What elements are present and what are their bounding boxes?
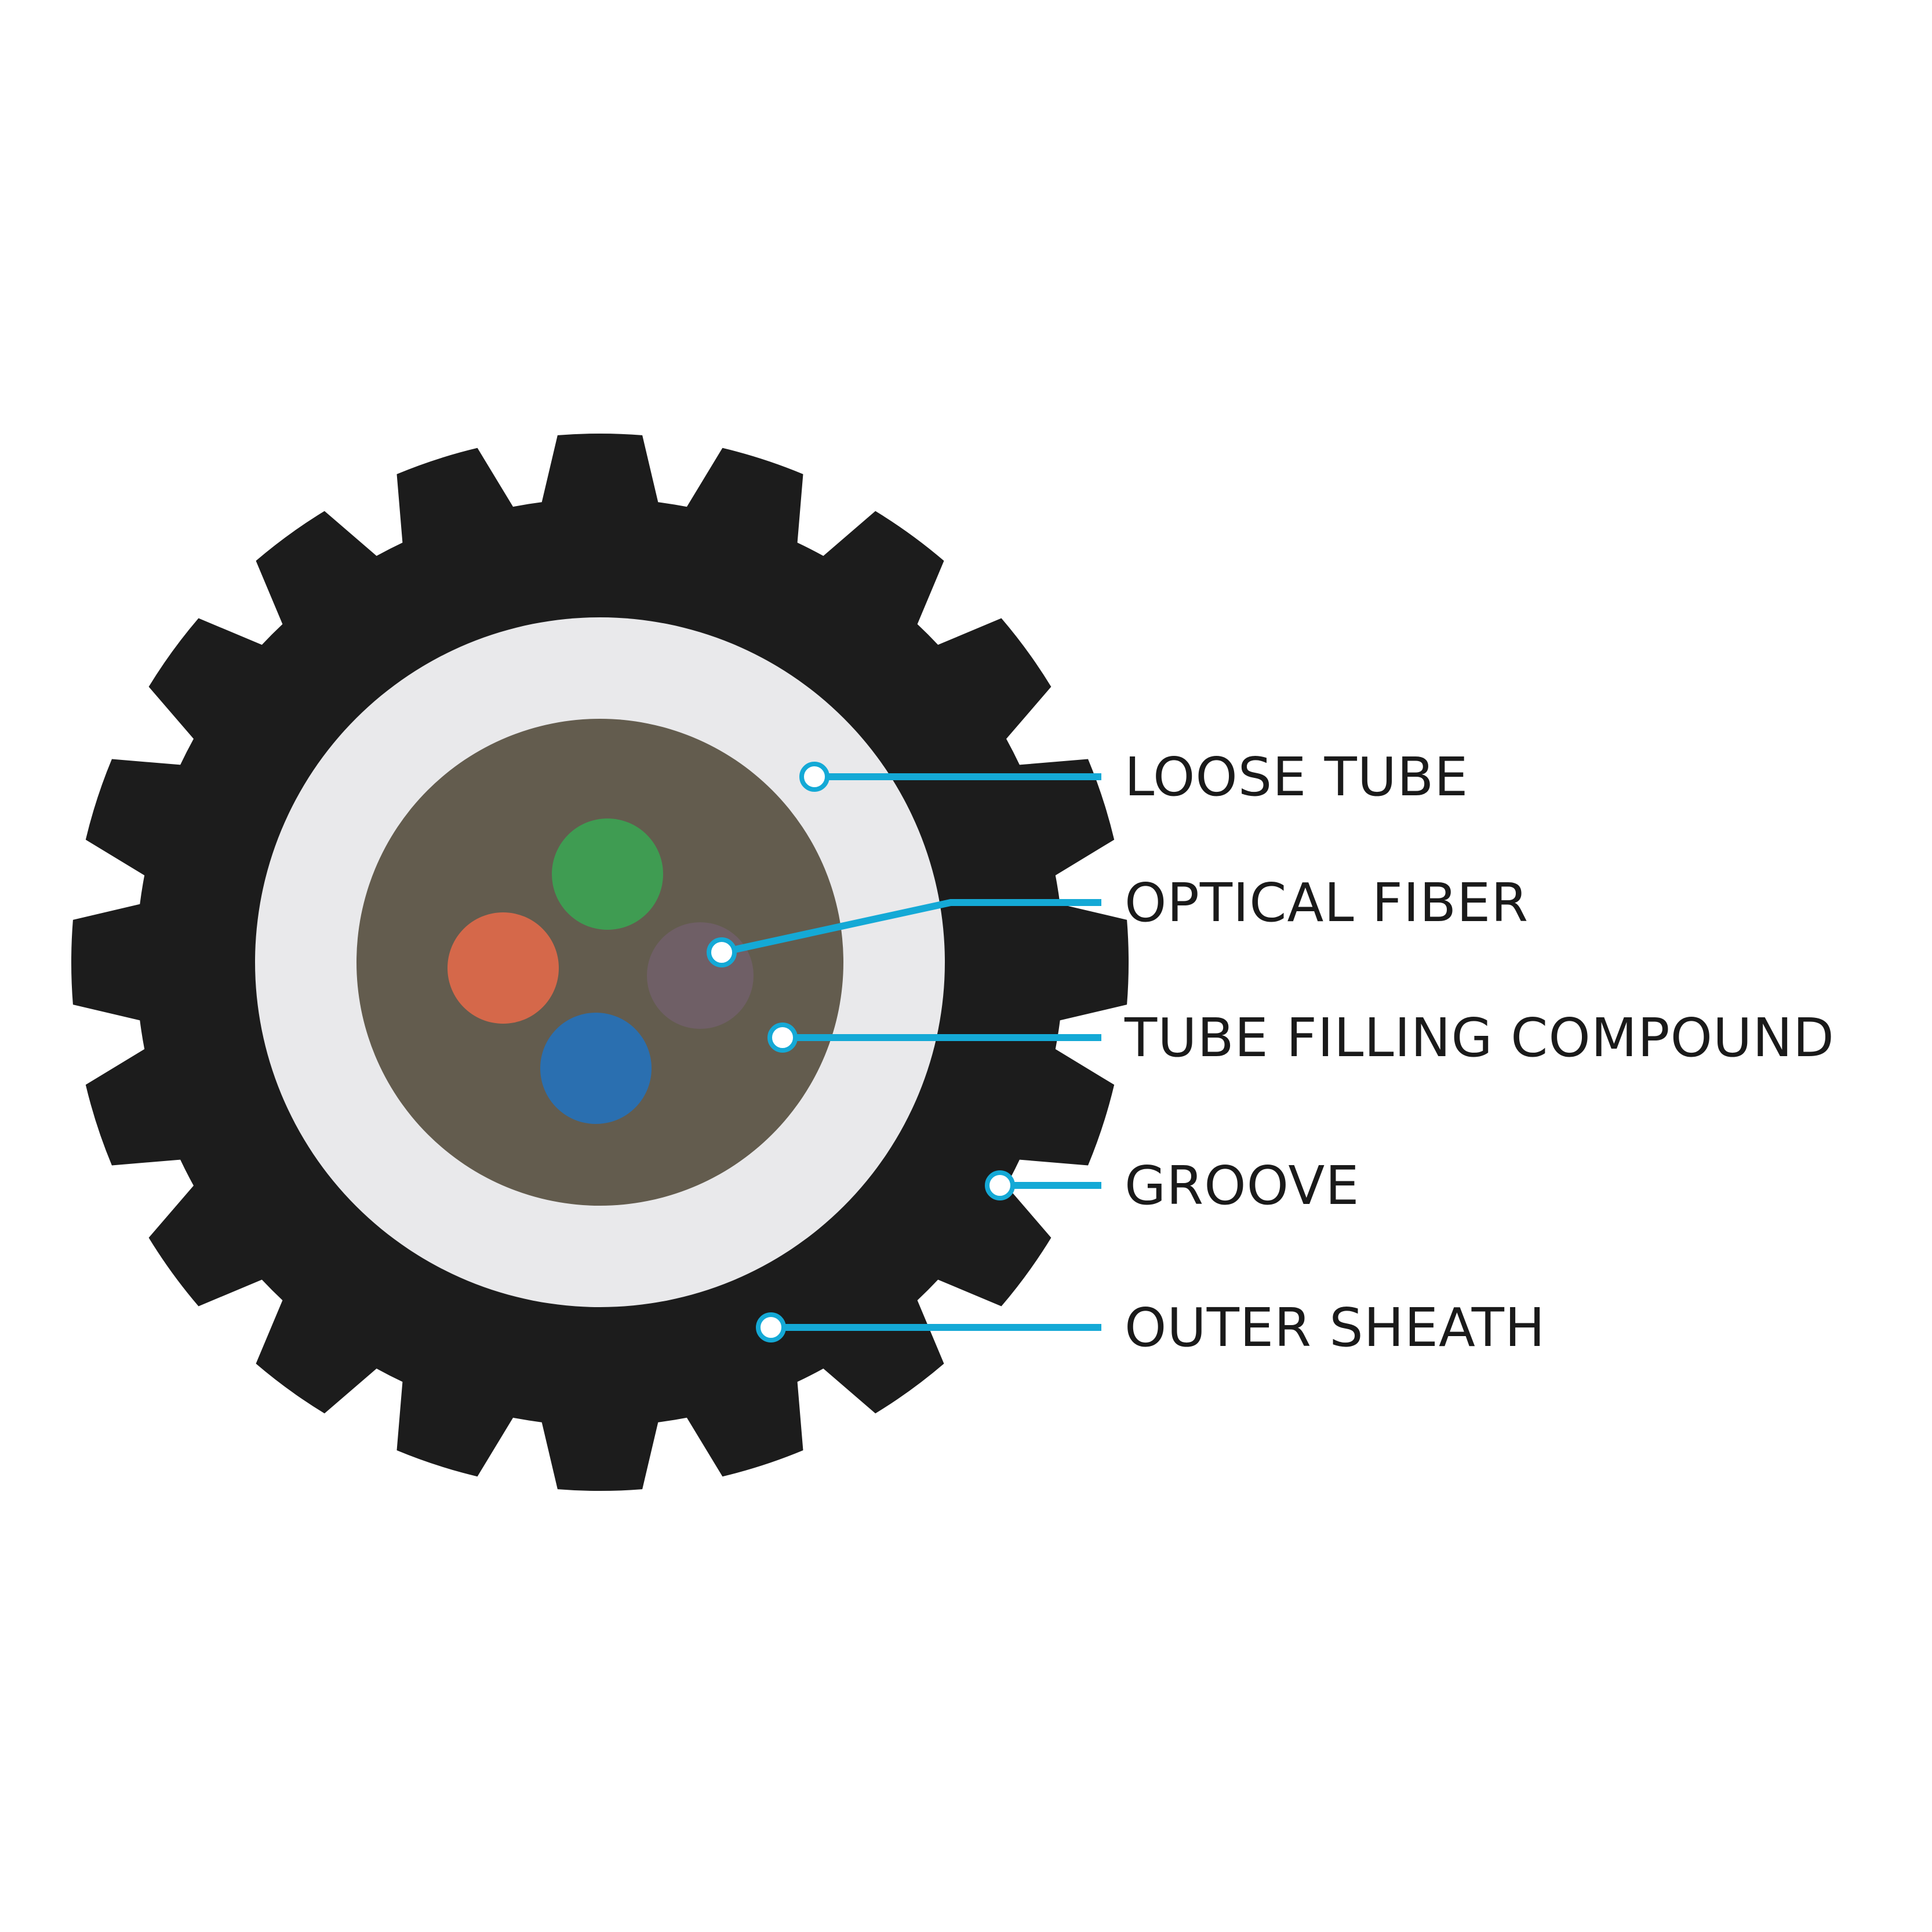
label-loose-tube: LOOSE TUBE — [1125, 746, 1468, 808]
label-tube-filling-compound: TUBE FILLING COMPOUND — [1124, 1007, 1835, 1069]
callout-outer-sheath: OUTER SHEATH — [756, 1297, 1545, 1359]
optical-fiber-orange — [447, 912, 559, 1024]
callouts: LOOSE TUBE OPTICAL FIBER TUBE FILLING CO… — [707, 746, 1835, 1359]
callout-dot — [985, 1170, 1015, 1200]
callout-dot — [767, 1023, 798, 1053]
callout-dot — [756, 1312, 786, 1342]
label-groove: GROOVE — [1125, 1155, 1360, 1217]
callout-line — [721, 899, 1101, 956]
cable-cross-section — [71, 433, 1129, 1491]
label-outer-sheath: OUTER SHEATH — [1125, 1297, 1545, 1359]
tube-filling-compound — [356, 719, 843, 1206]
optical-fiber-green — [552, 818, 663, 930]
callout-dot — [707, 937, 737, 967]
callout-tube-filling-compound: TUBE FILLING COMPOUND — [767, 1007, 1835, 1069]
callout-dot — [799, 762, 829, 792]
callout-loose-tube: LOOSE TUBE — [799, 746, 1468, 808]
callout-optical-fiber: OPTICAL FIBER — [707, 872, 1529, 967]
optical-fiber-purple — [647, 922, 754, 1029]
label-optical-fiber: OPTICAL FIBER — [1125, 872, 1529, 934]
optical-fiber-blue — [540, 1013, 652, 1124]
callout-groove: GROOVE — [985, 1155, 1360, 1217]
